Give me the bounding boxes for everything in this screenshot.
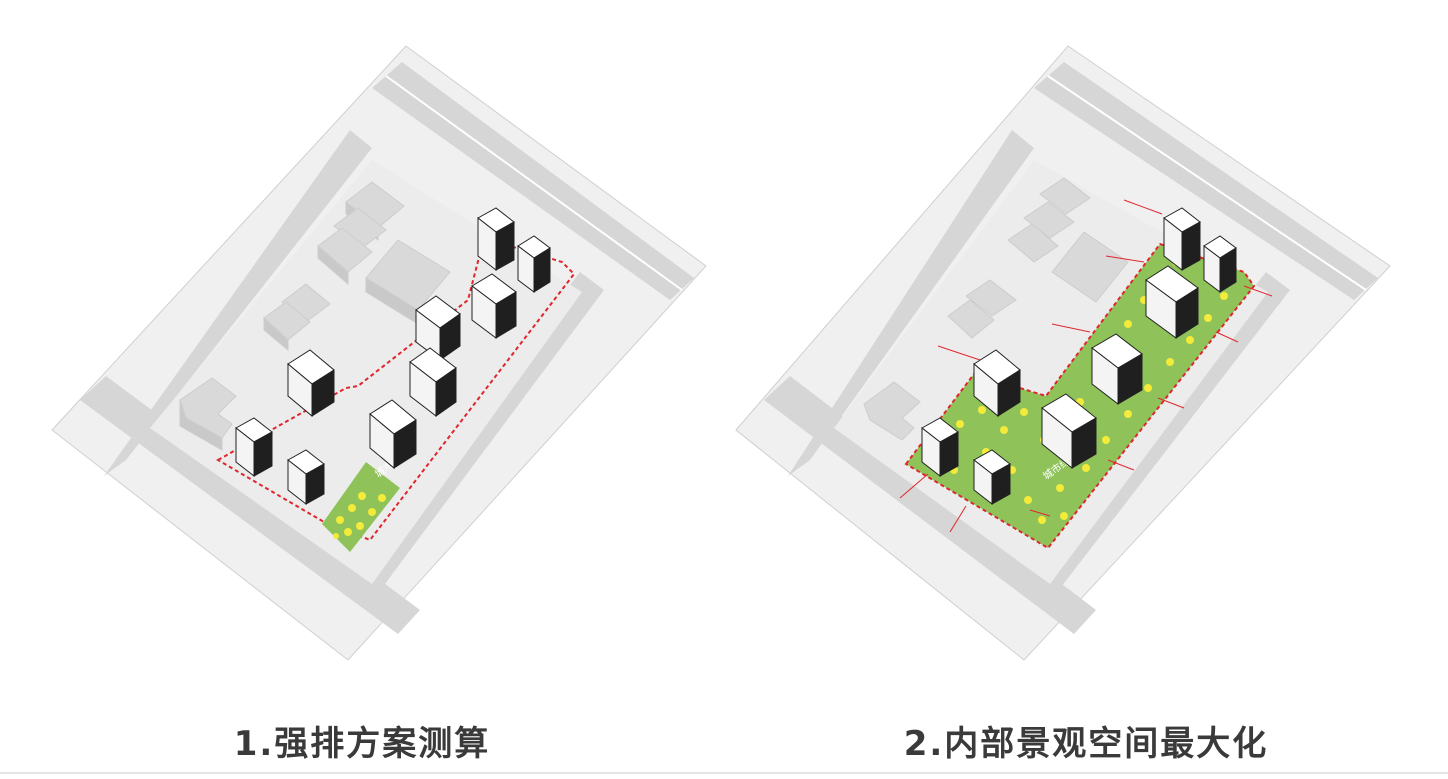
context-buildings (863, 177, 1129, 441)
road-west (788, 130, 1034, 476)
inner-block (150, 160, 582, 584)
context-buildings (179, 181, 451, 451)
panel-scheme-2: 城市绿地 (724, 0, 1448, 779)
caption-scheme-1: 1.强排方案测算 (233, 724, 491, 764)
road-west (104, 130, 372, 476)
road-south (80, 376, 420, 634)
site-plan-diagram: 城市绿地 (51, 45, 707, 661)
towers (921, 207, 1237, 506)
green-space (322, 462, 400, 552)
road-north-lane (1047, 75, 1367, 291)
panel-scheme-1: 城市绿地 (51, 45, 707, 764)
caption-scheme-2: 2.内部景观空间最大化 (903, 724, 1269, 764)
bottom-divider (0, 772, 1448, 774)
road-north-lane (385, 75, 683, 291)
towers (235, 207, 551, 506)
site-plan-diagram-landscape: 城市绿地 (735, 45, 1391, 661)
view-arrows (899, 199, 1273, 533)
road-south (764, 376, 1096, 634)
trees (333, 492, 386, 539)
